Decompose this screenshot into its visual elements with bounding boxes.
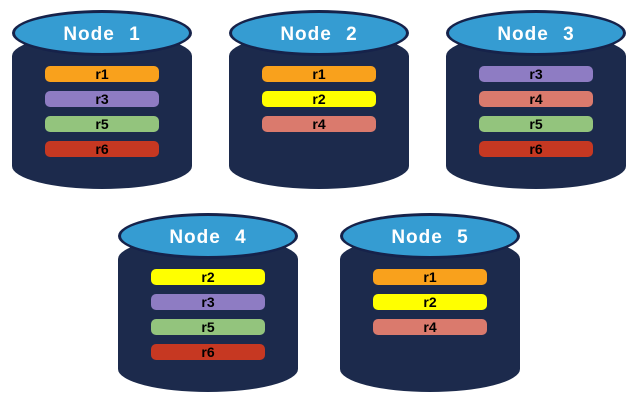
replica-bar-r5: r5 [479, 116, 593, 132]
replica-bar-r1: r1 [373, 269, 487, 285]
replica-bar-r4: r4 [373, 319, 487, 335]
node-label: Node 5 [391, 226, 469, 248]
cylinder-body [12, 33, 192, 189]
replica-bar-r2: r2 [373, 294, 487, 310]
replica-bar-r6: r6 [479, 141, 593, 157]
replica-list: r1 r3 r5 r6 [12, 66, 192, 157]
replica-bar-r5: r5 [151, 319, 265, 335]
node-label: Node 4 [169, 226, 247, 248]
node-label: Node 3 [497, 23, 575, 45]
replica-bar-r5: r5 [45, 116, 159, 132]
replica-bar-r4: r4 [262, 116, 376, 132]
replica-list: r3 r4 r5 r6 [446, 66, 626, 157]
database-node-3: Node 3 r3 r4 r5 r6 [446, 10, 626, 189]
replica-bar-r6: r6 [45, 141, 159, 157]
cylinder-top-ellipse: Node 1 [12, 10, 192, 56]
node-label: Node 1 [63, 23, 141, 45]
replica-bar-r1: r1 [45, 66, 159, 82]
node-row-bottom: Node 4 r2 r3 r5 r6 Node 5 r1 r2 r4 [0, 213, 638, 392]
replica-bar-r3: r3 [479, 66, 593, 82]
replica-bar-r6: r6 [151, 344, 265, 360]
replica-list: r1 r2 r4 [229, 66, 409, 132]
cylinder-top-ellipse: Node 3 [446, 10, 626, 56]
replica-bar-r2: r2 [151, 269, 265, 285]
cylinder-top-ellipse: Node 2 [229, 10, 409, 56]
database-node-4: Node 4 r2 r3 r5 r6 [118, 213, 298, 392]
cylinder-body [229, 33, 409, 189]
node-label: Node 2 [280, 23, 358, 45]
replica-bar-r3: r3 [45, 91, 159, 107]
replica-bar-r1: r1 [262, 66, 376, 82]
cylinder-body [446, 33, 626, 189]
replica-list: r2 r3 r5 r6 [118, 269, 298, 360]
replica-bar-r3: r3 [151, 294, 265, 310]
cylinder-top-ellipse: Node 5 [340, 213, 520, 259]
database-node-1: Node 1 r1 r3 r5 r6 [12, 10, 192, 189]
database-node-2: Node 2 r1 r2 r4 [229, 10, 409, 189]
database-node-5: Node 5 r1 r2 r4 [340, 213, 520, 392]
cylinder-body [340, 236, 520, 392]
replica-bar-r4: r4 [479, 91, 593, 107]
cylinder-body [118, 236, 298, 392]
cylinder-top-ellipse: Node 4 [118, 213, 298, 259]
replica-list: r1 r2 r4 [340, 269, 520, 335]
replica-bar-r2: r2 [262, 91, 376, 107]
